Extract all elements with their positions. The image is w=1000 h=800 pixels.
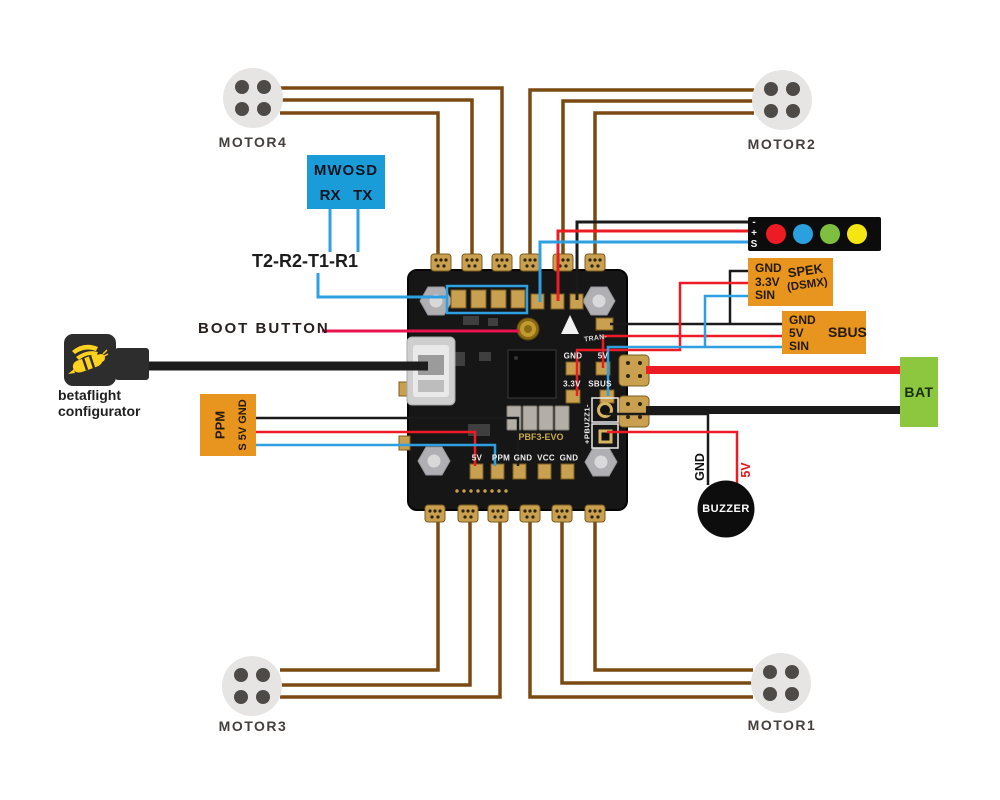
board-logo-triangle-icon (561, 315, 579, 334)
sbus-5v-wire (601, 334, 786, 368)
header-holes (455, 489, 508, 493)
board-33v-label: 3.3V (563, 379, 581, 389)
led-signal-label: S (750, 239, 758, 250)
buzzer-5v-wire (607, 430, 739, 485)
motor-connectors (222, 68, 812, 716)
board-pin-5v-label: 5V (471, 453, 483, 463)
sbus-box: GND 5V SIN SBUS (782, 311, 867, 354)
led-minus-label: - (752, 217, 756, 228)
betaflight-bee-icon (68, 344, 109, 374)
esc-connectors-bottom (424, 504, 606, 523)
spek-33v-label: 3.3V (755, 274, 780, 289)
motor1-wires (528, 520, 753, 699)
motor3-label: MOTOR3 (218, 718, 288, 734)
uart-wire (316, 273, 448, 299)
led-green (820, 224, 840, 244)
mwosd-box: MWOSD RX TX (307, 155, 385, 209)
battery-box: BAT (900, 357, 938, 427)
board-pin-gnd-label: GND (513, 453, 533, 463)
usb-connector (406, 336, 456, 406)
motor4-connector (223, 68, 283, 128)
motor2-label: MOTOR2 (747, 136, 817, 152)
spek-sin-label: SIN (755, 288, 776, 302)
bottom-pads (469, 463, 575, 480)
uart-highlight-box (445, 284, 529, 315)
sbus-gnd-label: GND (789, 313, 816, 327)
led-pads (530, 293, 614, 331)
board-model-label: PBF3-EVO (518, 432, 564, 442)
esc-bottom-pins (428, 509, 602, 519)
ppm-box-pins-label: S 5V GND (237, 399, 249, 451)
esc-connectors-top (430, 253, 606, 272)
buzzer-gnd-label: GND (693, 453, 707, 481)
motor2-connector (752, 70, 812, 130)
buzzer-body (697, 480, 755, 538)
led-strip (748, 217, 881, 251)
ppm-sig-wire (252, 443, 497, 466)
mwosd-title: MWOSD (313, 162, 379, 179)
motor3-wires (280, 520, 502, 699)
ppm-5v-wire (252, 430, 477, 466)
motor1-connector (751, 653, 811, 713)
rx-gnd-wire (610, 269, 786, 326)
sbus-name-label: SBUS (828, 324, 867, 340)
buzzer-gnd-wire (606, 412, 710, 485)
betaflight-label: betaflight configurator (58, 387, 140, 419)
betaflight-label-line1: betaflight (58, 387, 121, 403)
motor-signal-wires (280, 86, 754, 699)
spek-sig-wire (703, 294, 752, 347)
sbus-sig-wire (606, 345, 786, 396)
hookup-wires (148, 207, 904, 485)
board-pbuzz-label: +PBUZZ1- (582, 403, 592, 445)
motor1-label: MOTOR1 (747, 717, 817, 733)
uart-pads (450, 289, 526, 309)
board-pin-vcc-label: VCC (537, 453, 555, 463)
led-red (766, 224, 786, 244)
betaflight-dongle (64, 334, 149, 386)
spek-33v-wire (575, 281, 752, 396)
ppm-box-signal-label: PPM (212, 410, 228, 440)
mcu-dot (514, 356, 518, 360)
boot-button[interactable] (516, 317, 540, 341)
boot-button-label: BOOT BUTTON (198, 320, 330, 337)
motor3-connector (222, 656, 282, 716)
led-blue (793, 224, 813, 244)
spek-name-label: SPEK (DSMX) (786, 260, 829, 294)
betaflight-label-line2: configurator (58, 403, 141, 419)
mwosd-tx-label: TX (353, 187, 373, 204)
led-pwr-wire (556, 229, 750, 301)
board-pin-gnd2-label: GND (559, 453, 579, 463)
uart-label: T2-R2-T1-R1 (252, 251, 359, 271)
sbus-5v-label: 5V (789, 326, 804, 340)
battery-label: BAT (904, 384, 934, 400)
led-plus-label: + (751, 228, 757, 239)
board-gnd-label: GND (563, 351, 583, 361)
ppm-box: PPM S 5V GND (200, 394, 256, 456)
board-5v-label: 5V (597, 351, 609, 361)
buzzer-label: BUZZER (702, 503, 750, 515)
spek-box: GND 3.3V SIN SPEK (DSMX) (748, 258, 833, 306)
led-gnd-wire (575, 220, 750, 300)
motor4-wires (280, 86, 504, 258)
mwosd-rx-label: RX (319, 187, 341, 204)
board-sbus-label: SBUS (588, 379, 612, 389)
usb-plug (115, 348, 149, 380)
board-pin-ppm-label: PPM (491, 453, 511, 463)
spek-gnd-label: GND (755, 261, 782, 275)
led-yellow (847, 224, 867, 244)
led-sig-wire (538, 240, 750, 302)
motor2-wires (528, 88, 754, 258)
sbus-sin-label: SIN (789, 339, 810, 353)
buzzer-pads (591, 397, 619, 449)
buzzer-5v-label: 5V (739, 462, 753, 478)
motor4-label: MOTOR4 (218, 134, 288, 150)
ppm-gnd-wire (252, 416, 520, 466)
